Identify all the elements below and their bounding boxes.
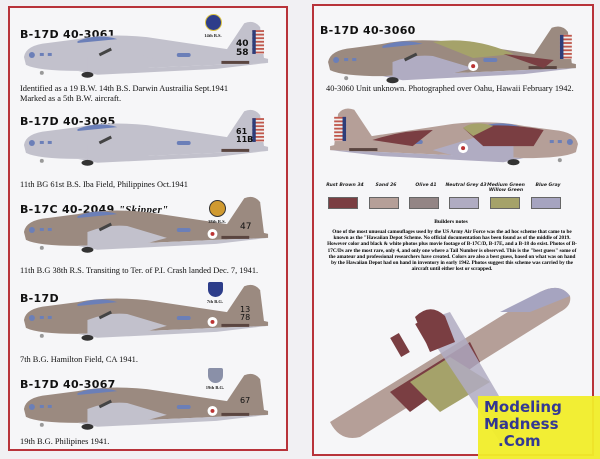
insignia-icon xyxy=(204,14,222,31)
swatch-label: Sand 26 xyxy=(375,183,397,188)
swatch-label: Neutral Grey 43 xyxy=(445,183,487,188)
shield-icon xyxy=(207,368,223,383)
aircraft-profile-right xyxy=(322,96,584,178)
aircraft-top-view xyxy=(330,287,571,442)
aircraft-profile xyxy=(18,367,276,437)
tail-number: 13 78 xyxy=(240,305,251,322)
notes-text: One of the most unusual camouflages used… xyxy=(327,229,577,273)
tail-number: 67 xyxy=(240,396,251,405)
aircraft-title: B-17D 40-3095 xyxy=(20,115,116,128)
notes-heading: Builders notes xyxy=(434,219,468,225)
color-swatch-green xyxy=(490,197,520,209)
caption: 7th B.G. Hamilton Field, CA 1941. xyxy=(20,355,138,364)
swatch-label: Blue Gray xyxy=(535,183,561,188)
aircraft-profile xyxy=(18,190,276,260)
caption: Marked as a 5th B.W. aircraft. xyxy=(20,94,122,103)
swatch-label: Medium Green Willow Green xyxy=(487,183,525,193)
swatch-label: Rust Brown 34 xyxy=(326,183,364,188)
aircraft-profile-left xyxy=(322,14,584,96)
aircraft-title: B-17D 40-3067 xyxy=(20,378,116,391)
caption: 19th B.G. Philipines 1941. xyxy=(20,437,110,446)
color-swatch-olive xyxy=(409,197,439,209)
swatch-label: Olive 41 xyxy=(415,183,437,188)
group-badge: 7th B.G. xyxy=(205,282,225,304)
caption: 40-3060 Unit unknown. Photographed over … xyxy=(326,84,574,93)
group-badge: 19th B.G. xyxy=(205,368,225,390)
squadron-badge: 14th B.S. xyxy=(203,14,223,38)
aircraft-profile xyxy=(18,278,276,348)
color-swatch-sand xyxy=(369,197,399,209)
color-swatch-neutral-grey xyxy=(449,197,479,209)
tail-number: 40 58 xyxy=(236,39,249,58)
color-swatch-rust-brown xyxy=(328,197,358,209)
caption: 11th B.G 38th R.S. Transiting to Ter. of… xyxy=(20,266,259,275)
squadron-badge: 38th R.S. xyxy=(207,200,227,224)
caption: Identified as a 19 B.W. 14th B.S. Darwin… xyxy=(20,84,229,93)
tail-number: 47 xyxy=(240,222,252,232)
shield-icon xyxy=(207,282,223,297)
color-swatch-blue-gray xyxy=(531,197,561,209)
notes-area: Builders notes One of the most unusual c… xyxy=(312,0,594,459)
aircraft-title: B-17D xyxy=(20,292,59,305)
aircraft-title: B-17D 40-3060 xyxy=(320,24,416,37)
caption: 11th BG 61st B.S. Iba Field, Philippines… xyxy=(20,180,188,189)
tail-number: 61 11B xyxy=(236,127,254,144)
insignia-icon xyxy=(208,200,226,217)
